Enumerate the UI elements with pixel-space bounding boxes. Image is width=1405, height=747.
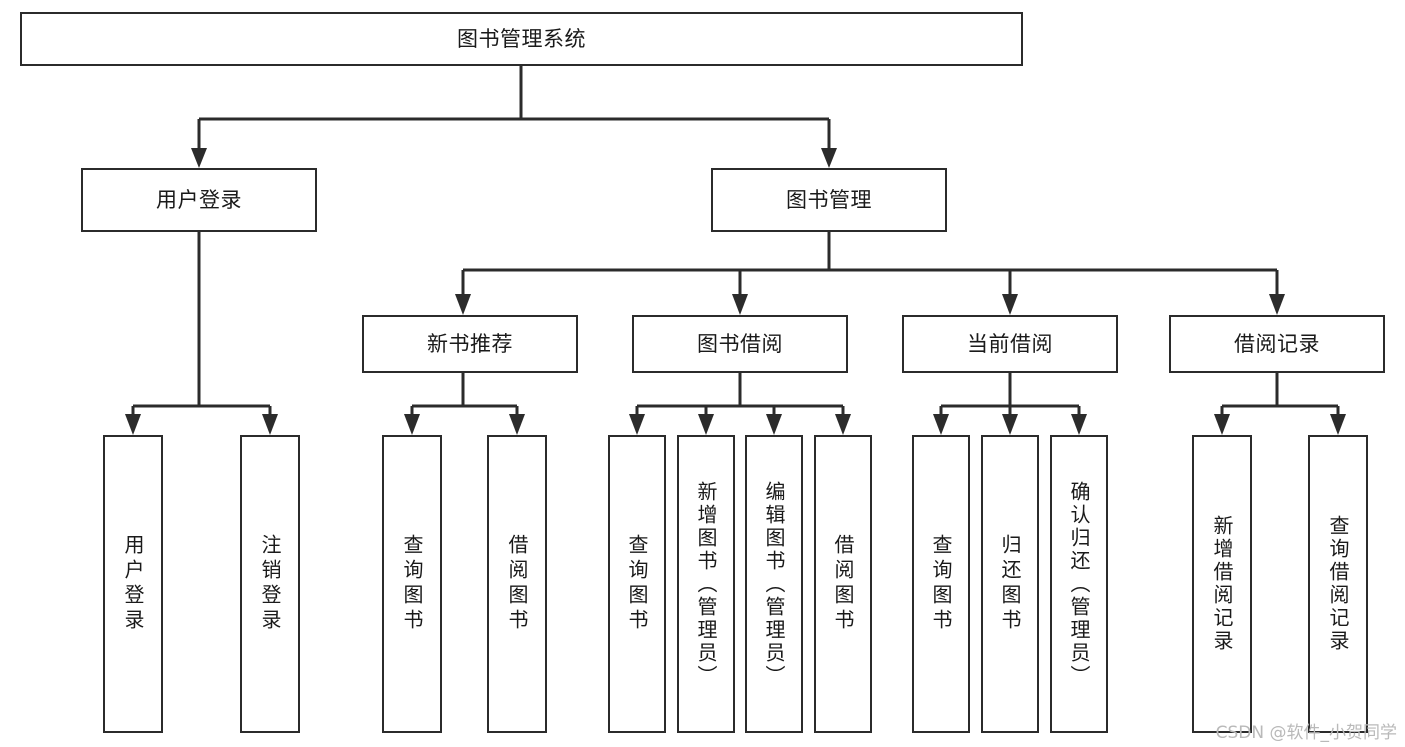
- node-root[interactable]: 图书管理系统: [20, 12, 1023, 66]
- leaf-query-book-1-label: 查询图书: [400, 534, 424, 634]
- leaf-return-book[interactable]: 归还图书: [981, 435, 1039, 733]
- node-user-login-label: 用户登录: [156, 187, 242, 212]
- leaf-add-record[interactable]: 新增借阅记录: [1192, 435, 1252, 733]
- csdn-watermark: CSDN @软件_小贺同学: [1215, 723, 1397, 743]
- node-current-borrow[interactable]: 当前借阅: [902, 315, 1118, 373]
- leaf-query-book-2[interactable]: 查询图书: [608, 435, 666, 733]
- leaf-borrow-book-1-label: 借阅图书: [505, 534, 529, 634]
- leaf-query-book-3-label: 查询图书: [929, 534, 953, 634]
- node-book-borrow-label: 图书借阅: [697, 331, 783, 356]
- node-book-borrow[interactable]: 图书借阅: [632, 315, 848, 373]
- leaf-logout-label: 注销登录: [258, 534, 282, 634]
- leaf-query-book-3[interactable]: 查询图书: [912, 435, 970, 733]
- node-new-book-rec[interactable]: 新书推荐: [362, 315, 578, 373]
- leaf-user-login[interactable]: 用户登录: [103, 435, 163, 733]
- node-new-book-rec-label: 新书推荐: [427, 331, 513, 356]
- leaf-query-book-2-label: 查询图书: [625, 534, 649, 634]
- node-root-label: 图书管理系统: [457, 26, 586, 51]
- leaf-add-record-label: 新增借阅记录: [1210, 515, 1234, 653]
- node-borrow-record-label: 借阅记录: [1234, 331, 1320, 356]
- leaf-edit-book-label: 编辑图书（管理员）: [762, 480, 786, 688]
- leaf-query-record[interactable]: 查询借阅记录: [1308, 435, 1368, 733]
- node-user-login[interactable]: 用户登录: [81, 168, 317, 232]
- node-book-manage-label: 图书管理: [786, 187, 872, 212]
- leaf-logout[interactable]: 注销登录: [240, 435, 300, 733]
- leaf-borrow-book-1[interactable]: 借阅图书: [487, 435, 547, 733]
- leaf-query-record-label: 查询借阅记录: [1326, 515, 1350, 653]
- leaf-borrow-book-2-label: 借阅图书: [831, 534, 855, 634]
- leaf-borrow-book-2[interactable]: 借阅图书: [814, 435, 872, 733]
- node-current-borrow-label: 当前借阅: [967, 331, 1053, 356]
- node-book-manage[interactable]: 图书管理: [711, 168, 947, 232]
- leaf-confirm-return-label: 确认归还（管理员）: [1067, 480, 1091, 688]
- leaf-add-book-label: 新增图书（管理员）: [694, 480, 718, 688]
- leaf-add-book[interactable]: 新增图书（管理员）: [677, 435, 735, 733]
- leaf-query-book-1[interactable]: 查询图书: [382, 435, 442, 733]
- leaf-return-book-label: 归还图书: [998, 534, 1022, 634]
- leaf-user-login-label: 用户登录: [121, 534, 145, 634]
- leaf-edit-book[interactable]: 编辑图书（管理员）: [745, 435, 803, 733]
- leaf-confirm-return[interactable]: 确认归还（管理员）: [1050, 435, 1108, 733]
- node-borrow-record[interactable]: 借阅记录: [1169, 315, 1385, 373]
